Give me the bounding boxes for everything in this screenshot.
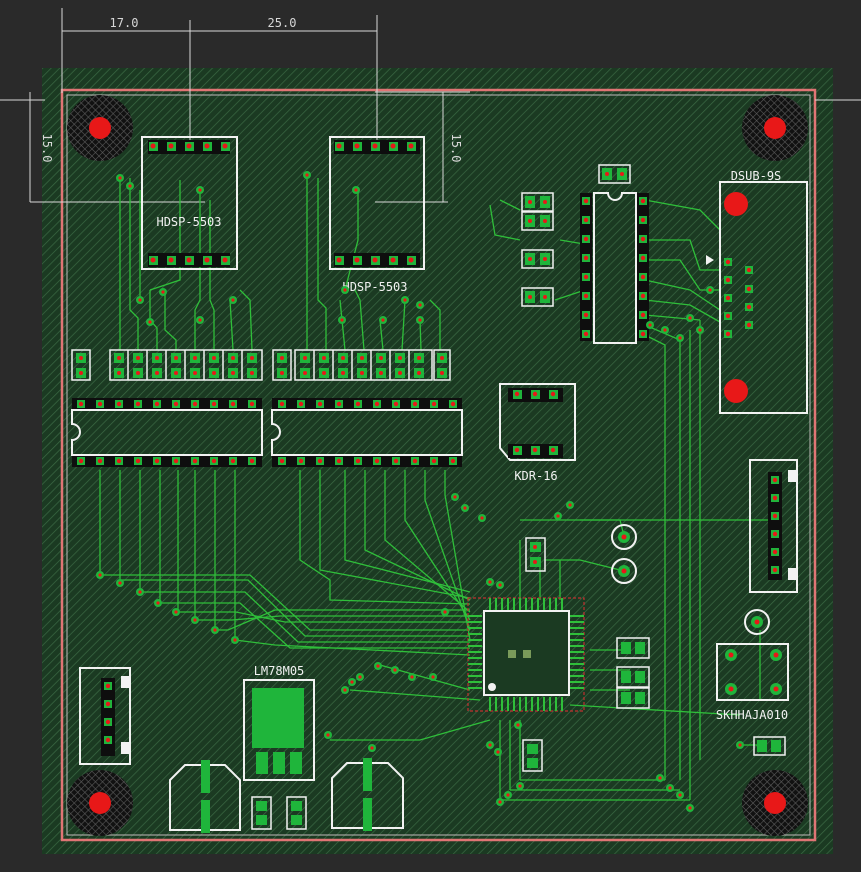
passive-components-right[interactable]: [522, 637, 786, 772]
dip-ic-1[interactable]: [71, 398, 263, 467]
mounting-holes: [67, 95, 808, 836]
resistor-drill-dots: [79, 172, 624, 688]
dsub-connector[interactable]: [706, 181, 808, 414]
electrolytic-capacitor-1[interactable]: [169, 760, 241, 833]
electrolytic-capacitor-2[interactable]: [331, 758, 404, 831]
test-points: [611, 524, 770, 635]
dim-label-25: 25.0: [268, 16, 297, 30]
display-1-footprint[interactable]: [141, 136, 238, 270]
vias: [96, 171, 744, 812]
header-connector-left[interactable]: [79, 667, 131, 765]
dim-label-15-left: 15.0: [40, 134, 54, 163]
tactile-switch[interactable]: [716, 643, 789, 701]
voltage-regulator[interactable]: [243, 679, 315, 781]
board-keepout: [66, 94, 811, 836]
qfp-microcontroller[interactable]: [467, 597, 585, 712]
display-2-footprint[interactable]: [329, 136, 425, 270]
switch-label: SKHHAJA010: [716, 708, 788, 722]
crystal-label: KDR-16: [514, 469, 557, 483]
crystal-footprint[interactable]: [499, 383, 576, 461]
dsub-label: DSUB-9S: [731, 169, 782, 183]
display-1-label: HDSP-5503: [156, 215, 221, 229]
board-outline: [60, 88, 817, 842]
dimension-annotations: [0, 8, 861, 203]
header-connector-right[interactable]: [749, 459, 798, 593]
regulator-label: LM78M05: [254, 664, 305, 678]
dim-label-15-right: 15.0: [449, 134, 463, 163]
passive-components-bottom[interactable]: [251, 796, 307, 830]
dim-label-17: 17.0: [110, 16, 139, 30]
dip-ic-2[interactable]: [271, 398, 463, 467]
display-2-label: HDSP-5503: [342, 280, 407, 294]
dip-ic-3[interactable]: [580, 192, 649, 344]
